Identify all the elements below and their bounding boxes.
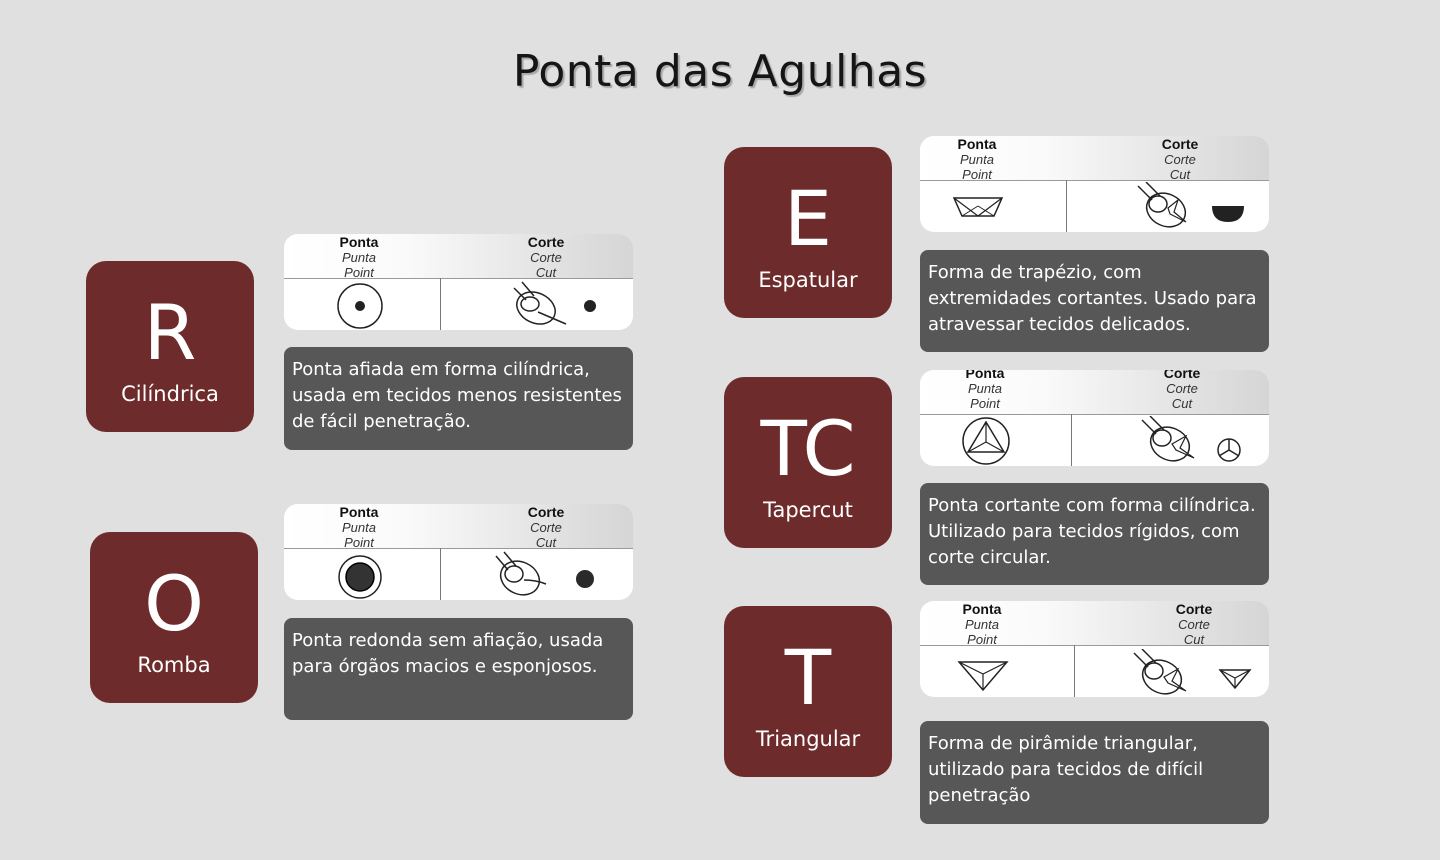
badge-name: Romba [137, 653, 211, 677]
badge-name: Tapercut [763, 498, 853, 522]
cut-shape-triangle-icon [1218, 669, 1252, 690]
cut-shape-dot-icon [584, 300, 596, 312]
badge-letter: T [784, 633, 832, 722]
trapezoid-point-icon [952, 197, 1004, 217]
badge-name: Cilíndrica [121, 382, 219, 406]
needle-cut-icon [1141, 416, 1195, 462]
badge-cilindrica: R Cilíndrica [86, 261, 254, 432]
column-divider [1071, 414, 1072, 466]
blunt-point-icon [338, 555, 382, 599]
description-espatular: Forma de trapézio, com extremidades cort… [920, 250, 1269, 352]
needle-cut-icon [1137, 182, 1187, 228]
description-tapercut: Ponta cortante com forma cilíndrica. Uti… [920, 483, 1269, 585]
description-cilindrica: Ponta afiada em forma cilíndrica, usada … [284, 347, 633, 450]
triangular-point-icon [957, 661, 1009, 692]
column-divider [1066, 180, 1067, 232]
column-divider [440, 548, 441, 600]
diagram-header [284, 504, 633, 549]
badge-letter: TC [760, 404, 856, 493]
diagram-header [284, 234, 633, 279]
diagram-header [920, 601, 1269, 646]
badge-letter: E [783, 174, 833, 263]
cut-shape-y-circle-icon [1217, 438, 1241, 462]
badge-name: Espatular [758, 268, 858, 292]
badge-tapercut: TC Tapercut [724, 377, 892, 548]
taper-cut-point-icon [962, 417, 1010, 465]
badge-espatular: E Espatular [724, 147, 892, 318]
column-divider [440, 278, 441, 330]
cut-shape-dot-icon [576, 570, 594, 588]
round-sharp-point-icon [337, 283, 383, 329]
page-title: Ponta das Agulhas [512, 46, 928, 97]
needle-cut-icon [1133, 649, 1187, 695]
badge-letter: R [143, 288, 197, 377]
badge-letter: O [144, 559, 204, 648]
diagram-header [920, 370, 1269, 415]
badge-name: Triangular [755, 727, 861, 751]
description-triangular: Forma de pirâmide triangular, utilizado … [920, 721, 1269, 824]
needle-cut-icon [513, 281, 567, 325]
needle-cut-icon [495, 551, 547, 596]
diagram-header [920, 136, 1269, 181]
badge-romba: O Romba [90, 532, 258, 703]
description-romba: Ponta redonda sem afiação, usada para ór… [284, 618, 633, 720]
cut-shape-half-circle-icon [1212, 206, 1244, 222]
badge-triangular: T Triangular [724, 606, 892, 777]
column-divider [1074, 645, 1075, 697]
